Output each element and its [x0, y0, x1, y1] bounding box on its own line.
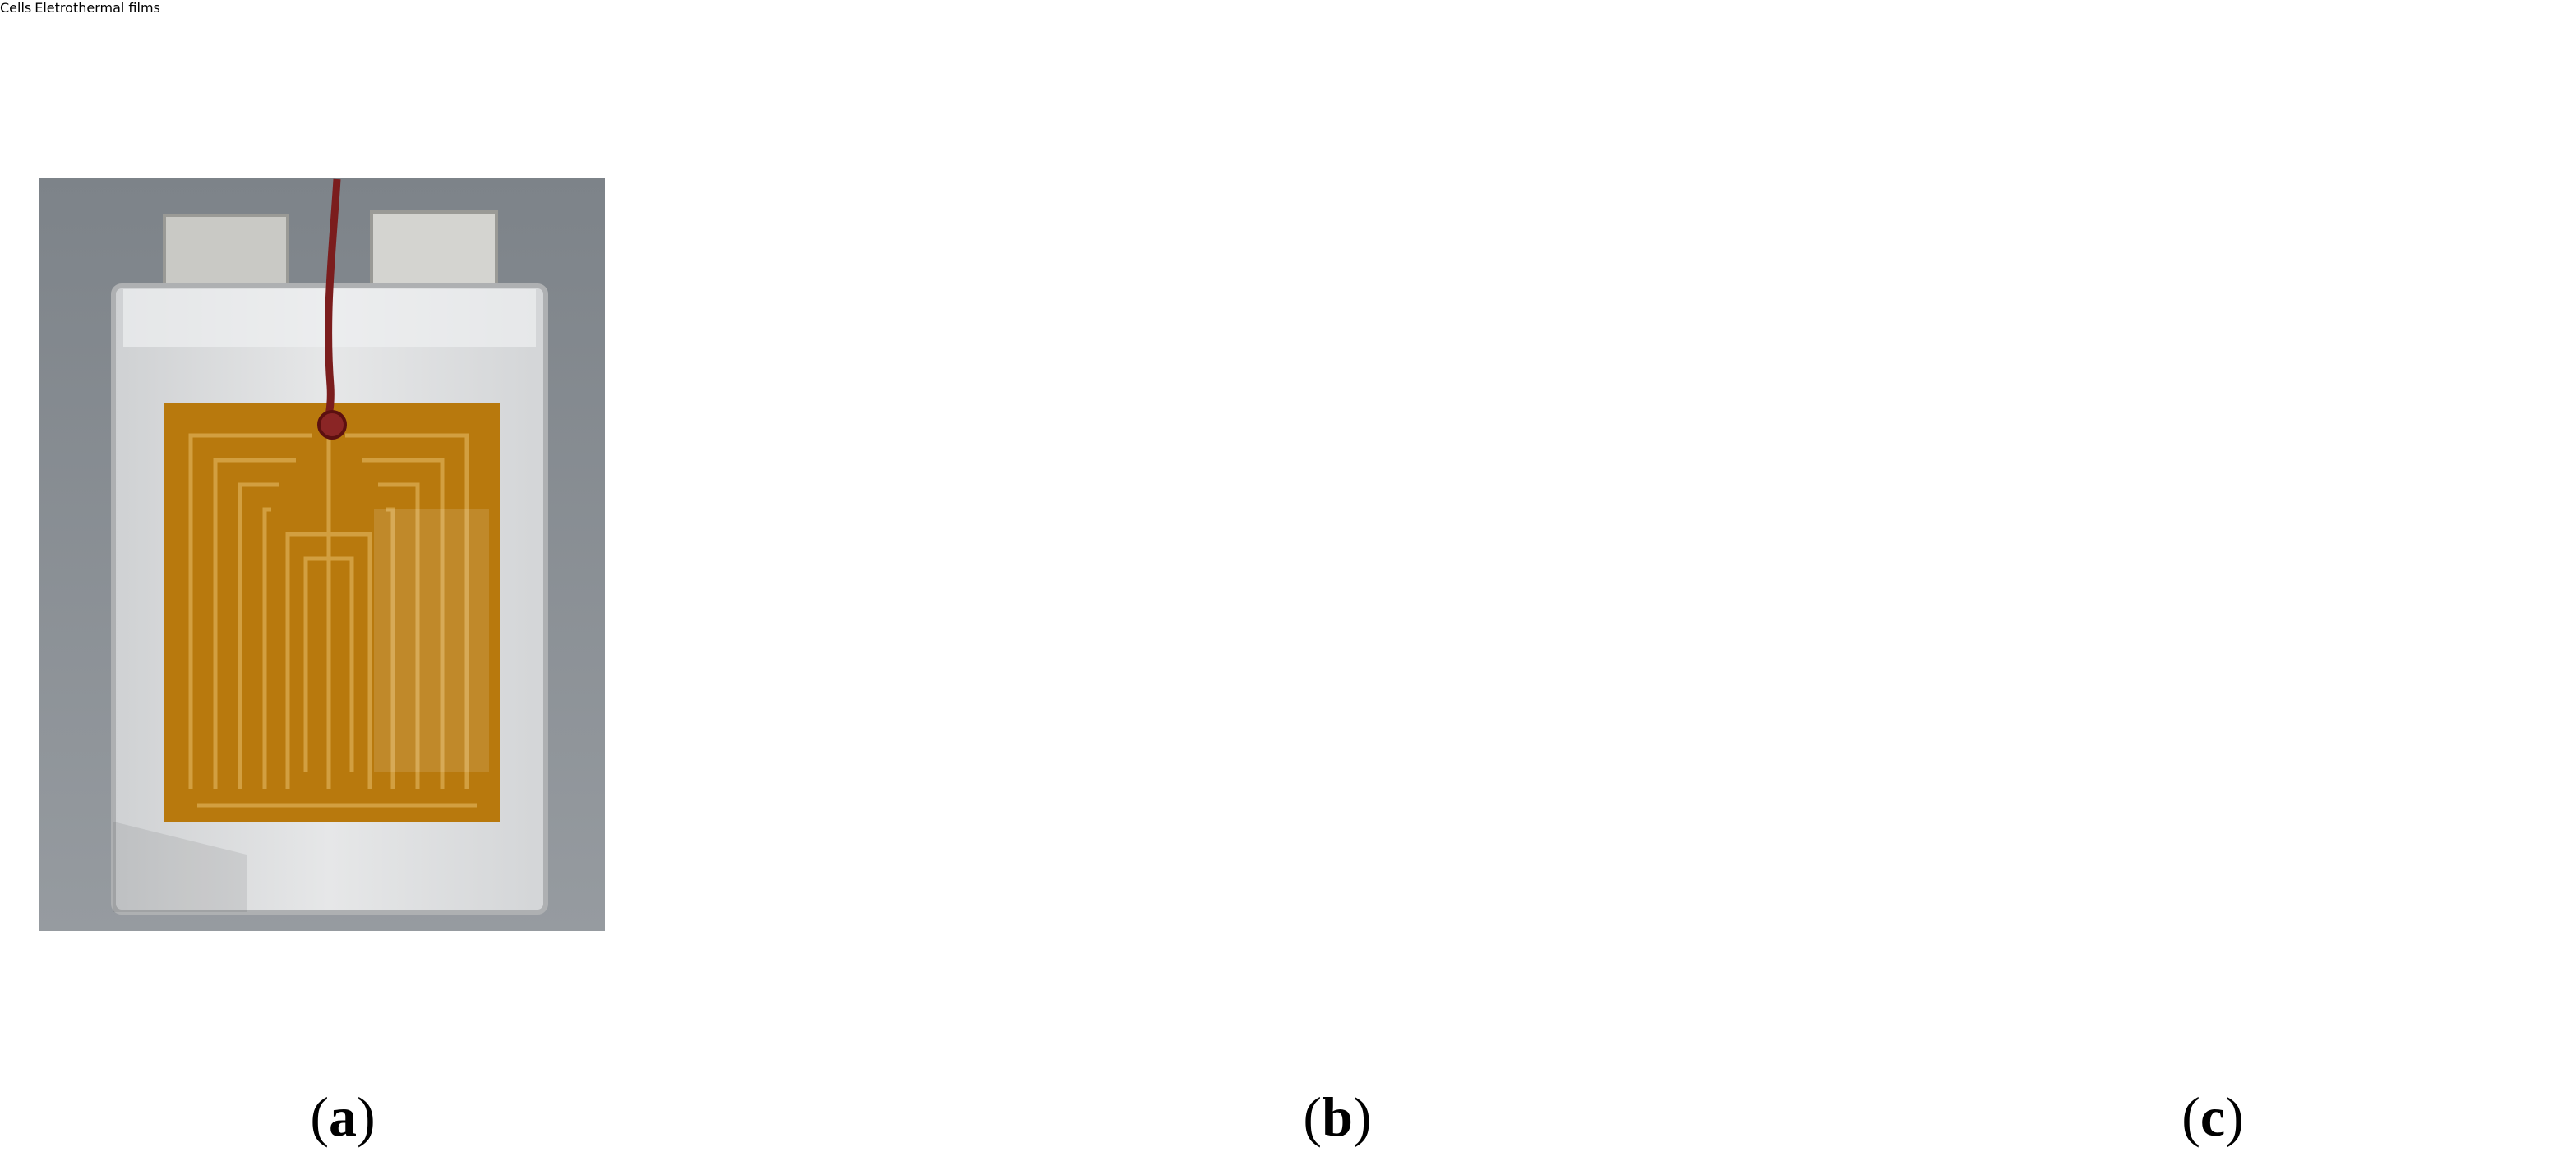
caption-b: (b)	[1303, 1085, 1372, 1148]
cells-arrow-1: Eletrothermal films	[35, 0, 160, 16]
films-arrow-1: Eletrothermal films	[35, 0, 160, 16]
panel-b-schematic: Cells Eletrothermal films	[0, 0, 160, 16]
caption-c: (c)	[2181, 1085, 2244, 1148]
caption-b-letter: b	[1322, 1085, 1353, 1148]
films-arrow-3: Eletrothermal films	[35, 0, 160, 16]
cell-tab-right	[370, 210, 498, 296]
cells-label: Cells	[0, 0, 32, 16]
caption-a: (a)	[310, 1085, 376, 1148]
caption-c-letter: c	[2200, 1085, 2226, 1148]
cells-arrow-2: Eletrothermal films	[35, 0, 160, 16]
cell-tab-left	[163, 214, 289, 295]
films-label: Eletrothermal films	[35, 0, 160, 16]
panel-a-photo	[39, 178, 605, 931]
caption-a-letter: a	[329, 1085, 357, 1148]
films-arrow-2: Eletrothermal films	[35, 0, 160, 16]
thermocouple-junction	[317, 410, 347, 440]
cells-arrow-3: Eletrothermal films	[35, 0, 160, 16]
